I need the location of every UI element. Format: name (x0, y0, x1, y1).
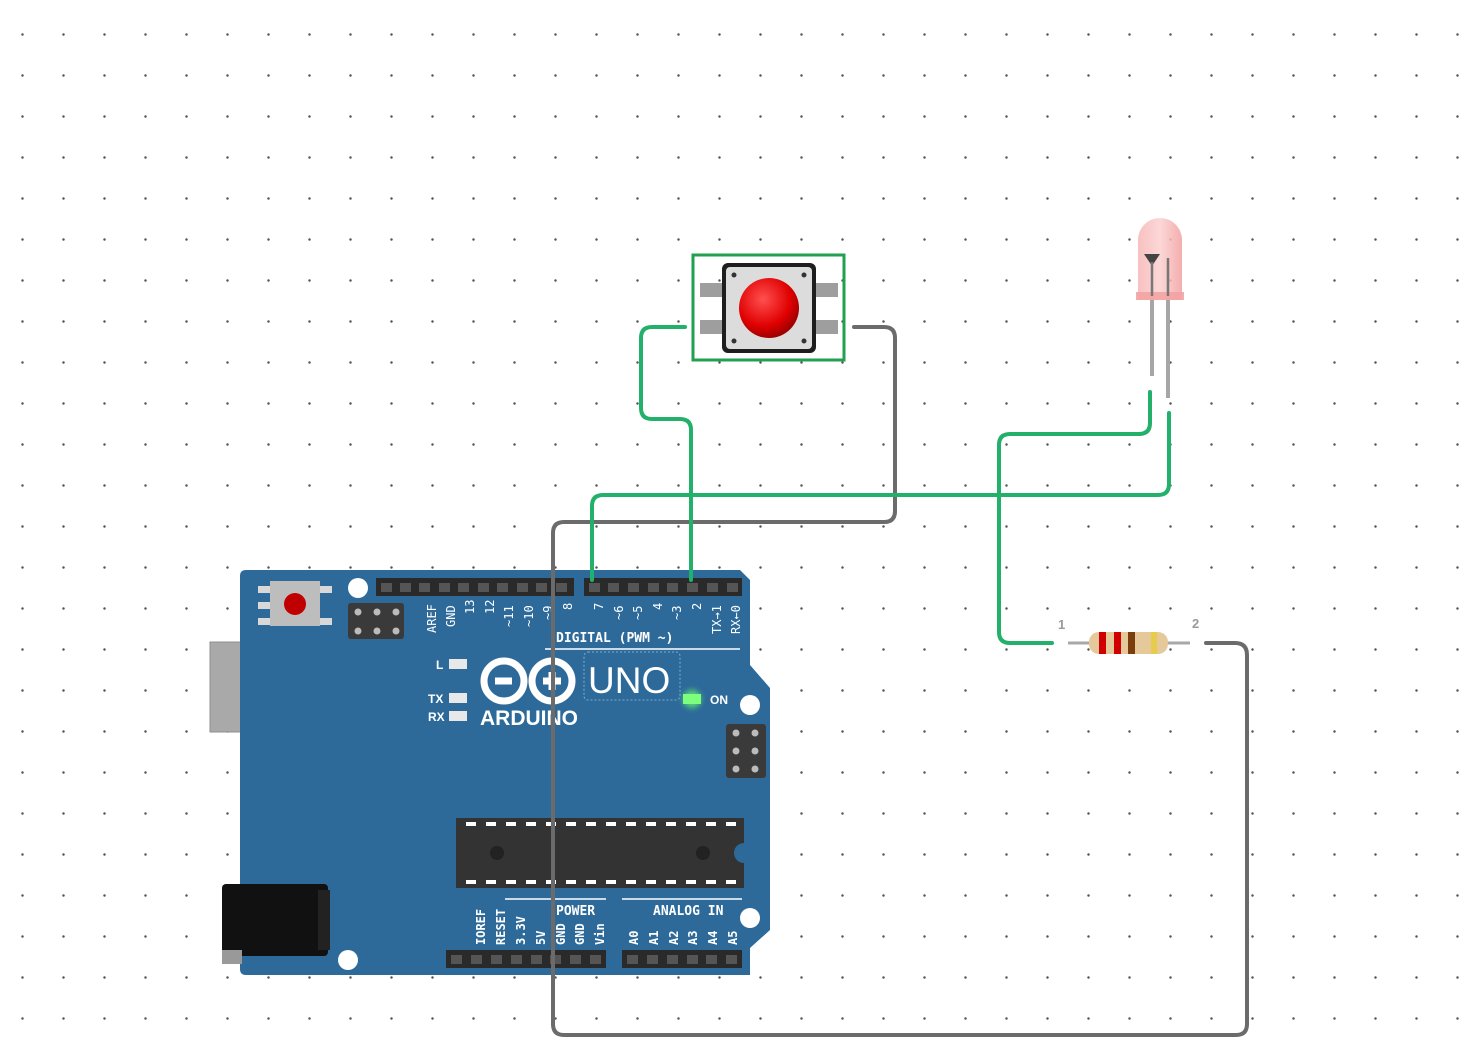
on-led-label: ON (710, 693, 728, 707)
pin-label: ~3 (670, 606, 684, 620)
resistor-band (1099, 632, 1106, 654)
icsp-header-top (348, 603, 404, 639)
pin-label: Vin (593, 923, 607, 945)
resistor-band (1151, 632, 1157, 654)
l-led-label: L (436, 658, 443, 672)
pin-label: AREF (425, 604, 439, 633)
atmega-chip (456, 818, 744, 888)
pin-label: A4 (706, 931, 720, 945)
pin-label: 3.3V (514, 916, 528, 945)
dc-jack-rim (318, 890, 330, 950)
pin-label: 8 (561, 603, 575, 610)
rx-led-label: RX (428, 710, 445, 724)
led-anvil-icon (1144, 254, 1160, 266)
pin-label: GND (444, 605, 458, 627)
pin-label: 7 (592, 603, 606, 610)
tx-led-label: TX (428, 692, 443, 706)
analog-pin-labels: A0 A1 A2 A3 A4 A5 (627, 931, 740, 945)
wire-green-led-pin7[interactable] (590, 411, 1171, 582)
pushbutton-component[interactable] (691, 253, 846, 362)
pin-label: 13 (463, 600, 477, 614)
wire-gray-button-gnd[interactable] (551, 325, 1249, 1037)
resistor-band (1114, 632, 1121, 654)
power-header[interactable] (446, 950, 606, 968)
l-led (449, 659, 467, 669)
tx-led (449, 693, 467, 703)
reset-button[interactable] (258, 581, 332, 626)
power-section-title: POWER (556, 904, 595, 919)
uno-box (583, 651, 681, 701)
pin-label: ~10 (522, 605, 536, 627)
button-leg (700, 283, 722, 297)
arduino-uno-board[interactable]: AREF GND 13 12 ~11 ~10 ~9 8 7 ~6 ~5 4 ~3… (209, 570, 770, 975)
resistor-band (1128, 632, 1135, 654)
pin-label: A1 (647, 931, 661, 945)
resistor-component[interactable]: 1 2 (1058, 616, 1199, 654)
pin-label: ~11 (502, 605, 516, 627)
icsp-header-right (726, 724, 766, 778)
pin-label: RESET (494, 909, 508, 945)
dc-power-jack (222, 884, 328, 956)
pin-label: 5V (534, 931, 548, 945)
button-leg (816, 320, 838, 334)
mounting-hole (740, 908, 760, 928)
pin-label: A0 (627, 931, 641, 945)
digital-section-title: DIGITAL (PWM ~) (556, 631, 673, 646)
led-rim (1136, 292, 1184, 300)
mounting-hole (348, 578, 368, 598)
button-leg (700, 320, 722, 334)
arduino-wordmark: ARDUINO (480, 707, 578, 730)
digital-header-right[interactable] (584, 578, 742, 596)
button-cap[interactable] (739, 278, 799, 338)
pin-label: IOREF (474, 909, 488, 945)
pin-label: 2 (690, 603, 704, 610)
analog-section-title: ANALOG IN (653, 904, 724, 919)
mounting-hole (338, 950, 358, 970)
wire-green-button-pin2[interactable] (639, 325, 693, 582)
rx-led (449, 711, 467, 721)
pin-label: 12 (483, 600, 497, 614)
pin-label: GND (554, 923, 568, 945)
pin-label: ~6 (612, 606, 626, 620)
dc-jack-pin (222, 950, 242, 964)
pin-label: TX→1 (710, 605, 724, 634)
mounting-hole (740, 695, 760, 715)
pin-label: A3 (686, 931, 700, 945)
resistor-terminal-1-label: 1 (1058, 617, 1065, 632)
uno-model-label: UNO (588, 660, 670, 701)
pin-label: RX←0 (729, 605, 743, 634)
digital-header-left[interactable] (376, 578, 574, 596)
led-body (1138, 218, 1182, 300)
wire-green-led-resistor[interactable] (997, 390, 1152, 645)
power-led (683, 694, 701, 704)
selection-outline (691, 253, 846, 362)
pin-label: 4 (651, 603, 665, 610)
power-pin-labels: IOREF RESET 3.3V 5V GND GND Vin (474, 909, 607, 945)
pin-label: GND (573, 923, 587, 945)
analog-header[interactable] (622, 950, 742, 968)
pin-label: A5 (726, 931, 740, 945)
pin-label: A2 (667, 931, 681, 945)
pin-label: ~5 (631, 606, 645, 620)
red-led-component[interactable] (1136, 218, 1184, 398)
resistor-terminal-2-label: 2 (1192, 616, 1199, 631)
button-leg (816, 283, 838, 297)
